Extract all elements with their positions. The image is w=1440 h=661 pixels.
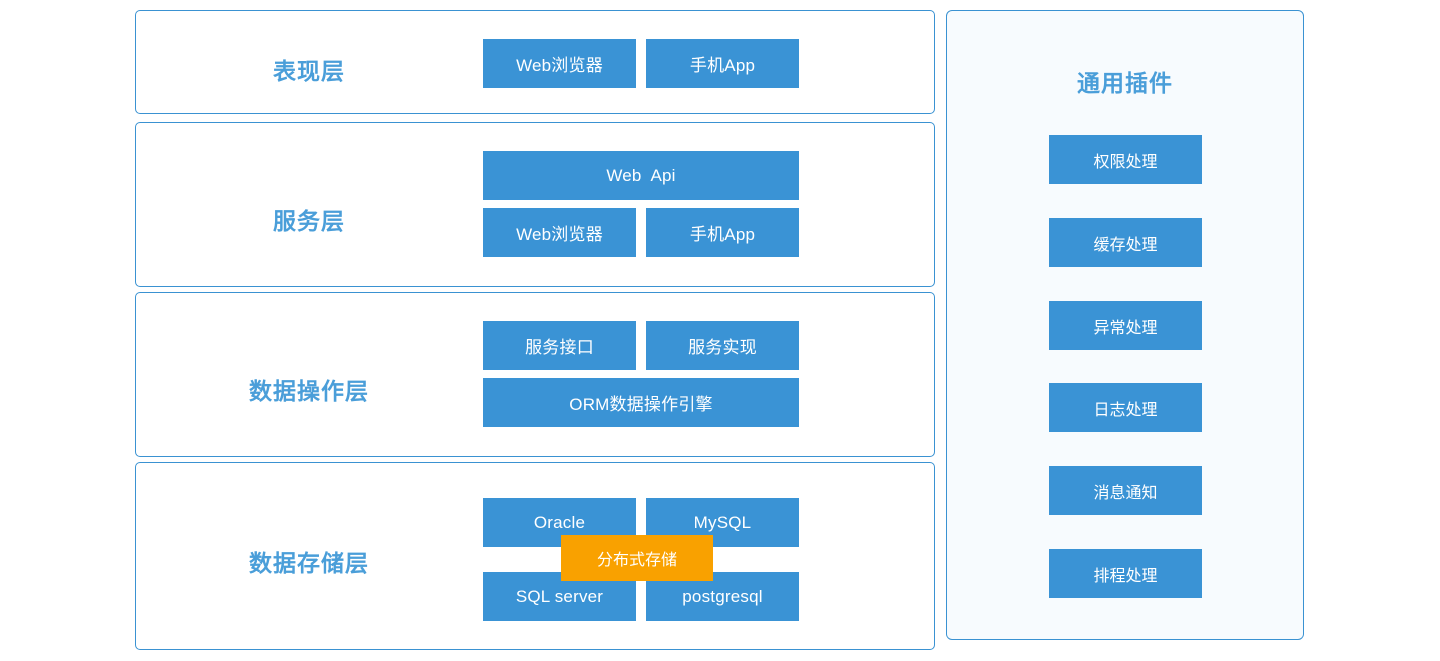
plugin-node-scheduling[interactable]: 排程处理 [1049,549,1202,598]
node-web-api[interactable]: Web Api [483,151,799,200]
node-distributed-storage[interactable]: 分布式存储 [561,535,713,581]
node-orm-engine[interactable]: ORM数据操作引擎 [483,378,799,427]
plugin-node-message-notification[interactable]: 消息通知 [1049,466,1202,515]
node-web-browser-presentation[interactable]: Web浏览器 [483,39,636,88]
layer-title-presentation: 表现层 [273,58,345,84]
layer-card-service[interactable]: 服务层 Web Api Web浏览器 手机App [135,122,935,287]
node-web-browser-service[interactable]: Web浏览器 [483,208,636,257]
layer-title-service: 服务层 [273,208,345,234]
plugin-panel-title: 通用插件 [1077,70,1173,96]
layer-card-data-operation[interactable]: 数据操作层 服务接口 服务实现 ORM数据操作引擎 [135,292,935,457]
node-service-implementation[interactable]: 服务实现 [646,321,799,370]
plugin-node-permission[interactable]: 权限处理 [1049,135,1202,184]
layer-title-data-storage: 数据存储层 [249,550,369,576]
node-mobile-app-service[interactable]: 手机App [646,208,799,257]
layer-card-data-storage[interactable]: 数据存储层 Oracle MySQL SQL server postgresql… [135,462,935,650]
layer-card-presentation[interactable]: 表现层 Web浏览器 手机App [135,10,935,114]
layer-title-data-operation: 数据操作层 [249,378,369,404]
node-mobile-app-presentation[interactable]: 手机App [646,39,799,88]
plugin-node-exception[interactable]: 异常处理 [1049,301,1202,350]
plugin-node-logging[interactable]: 日志处理 [1049,383,1202,432]
node-service-interface[interactable]: 服务接口 [483,321,636,370]
plugin-panel[interactable]: 通用插件 权限处理 缓存处理 异常处理 日志处理 消息通知 排程处理 [946,10,1304,640]
plugin-node-cache[interactable]: 缓存处理 [1049,218,1202,267]
